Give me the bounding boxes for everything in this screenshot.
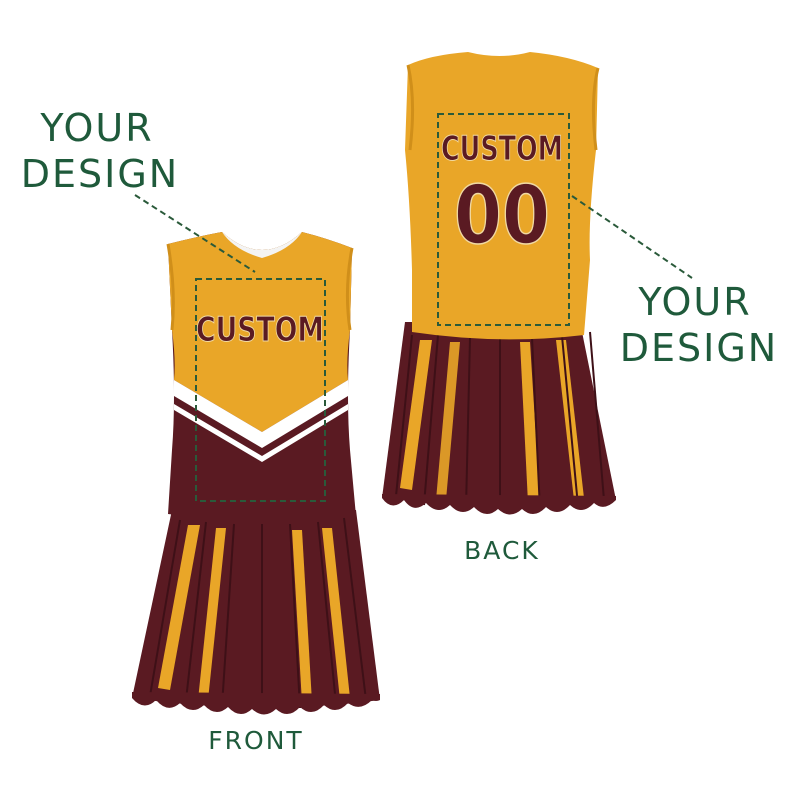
- back-custom-text: CUSTOM: [441, 129, 563, 169]
- front-skirt: [132, 510, 380, 715]
- front-design-area: [195, 278, 326, 502]
- back-top: [405, 52, 598, 340]
- back-view-label: BACK: [464, 536, 540, 565]
- front-callout-leader: [134, 194, 256, 273]
- back-number: 00: [454, 169, 550, 262]
- front-callout-line1: YOUR: [40, 106, 154, 150]
- front-uniform: CUSTOM: [132, 232, 380, 715]
- back-callout-line1: YOUR: [638, 280, 752, 324]
- back-design-area: [437, 113, 570, 326]
- back-callout-leader: [571, 195, 693, 279]
- back-callout-line2: DESIGN: [619, 326, 779, 370]
- front-custom-text: CUSTOM: [196, 310, 324, 350]
- front-view-label: FRONT: [208, 726, 304, 755]
- back-uniform: CUSTOM 00: [382, 52, 616, 515]
- front-callout-line2: DESIGN: [20, 152, 180, 196]
- back-skirt: [382, 322, 616, 515]
